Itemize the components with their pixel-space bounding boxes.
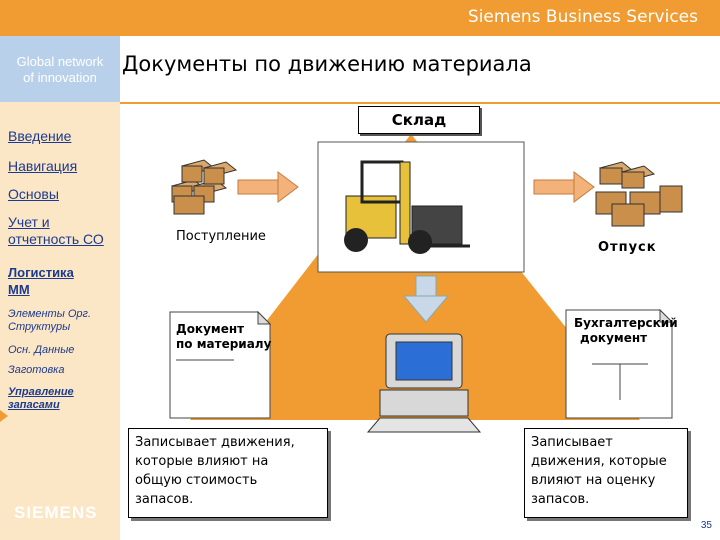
brand-name: Siemens Business Services [467, 7, 698, 27]
note-right-line-1: Записывает [531, 435, 613, 450]
title-divider [120, 102, 720, 104]
sidebar-item-basics[interactable]: Основы [8, 186, 59, 202]
note-left-line-4: запасов. [135, 492, 194, 507]
material-document-line-2: по материалу [176, 337, 272, 351]
header-bar: Siemens Business Services [0, 0, 720, 36]
sidebar-item-mm-line-2: ММ [8, 282, 30, 297]
down-arrow [402, 275, 450, 323]
triangle-background [190, 134, 640, 420]
warehouse-label: Склад [358, 106, 480, 134]
note-right-line-4: запасов. [531, 492, 590, 507]
note-left-line-2: которые влияют на [135, 454, 269, 469]
note-left-line-1: Записывает движения, [135, 435, 295, 450]
note-right-line-2: движения, которые [531, 454, 667, 469]
sidebar: Введение Навигация Основы Учет и отчетно… [0, 102, 120, 540]
siemens-logo: SIEMENS [14, 503, 98, 522]
page-number: 35 [700, 520, 712, 531]
current-page-marker [0, 410, 8, 422]
sidebar-subitem-inventory-line-2: запасами [8, 399, 60, 411]
material-document-label: Документ по материалу [176, 322, 271, 352]
sidebar-item-mm[interactable]: Логистика ММ [8, 264, 74, 298]
sidebar-subitem-procurement[interactable]: Заготовка [8, 364, 65, 376]
receipt-label: Поступление [176, 229, 266, 244]
page-title: Документы по движению материала [122, 52, 532, 76]
sidebar-subitem-inventory-line-1: Управление [8, 386, 74, 398]
tagline-line-2: of innovation [23, 70, 97, 85]
material-document-icon [169, 310, 272, 419]
issue-label: Отпуск [598, 240, 657, 255]
sidebar-subitem-org[interactable]: Элементы Орг. Структуры [8, 308, 91, 334]
material-document-line-1: Документ [176, 322, 245, 336]
receipt-arrow [237, 171, 299, 203]
tagline-line-1: Global network [16, 54, 104, 69]
computer-icon [366, 333, 482, 433]
accounting-document-line-1: Бухгалтерский [574, 316, 678, 330]
sidebar-item-intro[interactable]: Введение [8, 128, 72, 144]
forklift-image [317, 141, 525, 273]
sidebar-subitem-org-line-2: Структуры [8, 321, 71, 333]
note-right: Записывает движения, которые влияют на о… [524, 428, 688, 518]
boxes-left-icon [170, 159, 238, 215]
sidebar-item-navigation[interactable]: Навигация [8, 158, 78, 174]
note-left-line-3: общую стоимость [135, 473, 258, 488]
note-right-line-3: влияют на оценку [531, 473, 656, 488]
boxes-right-icon [595, 161, 683, 227]
accounting-document-line-2: документ [580, 331, 648, 345]
issue-arrow [533, 171, 595, 203]
sidebar-item-co-line-2: отчетность СО [8, 231, 104, 247]
sidebar-subitem-inventory[interactable]: Управление запасами [8, 386, 74, 412]
sidebar-item-co-line-1: Учет и [8, 214, 50, 230]
tagline: Global network of innovation [0, 36, 120, 102]
note-left: Записывает движения, которые влияют на о… [128, 428, 328, 518]
accounting-document-icon [565, 308, 674, 419]
sidebar-subitem-org-line-1: Элементы Орг. [8, 308, 92, 320]
sidebar-item-mm-line-1: Логистика [8, 265, 74, 280]
sidebar-subitem-master-data[interactable]: Осн. Данные [8, 344, 75, 356]
accounting-document-label: Бухгалтерский документ [574, 316, 678, 346]
sidebar-item-co[interactable]: Учет и отчетность СО [8, 214, 104, 248]
